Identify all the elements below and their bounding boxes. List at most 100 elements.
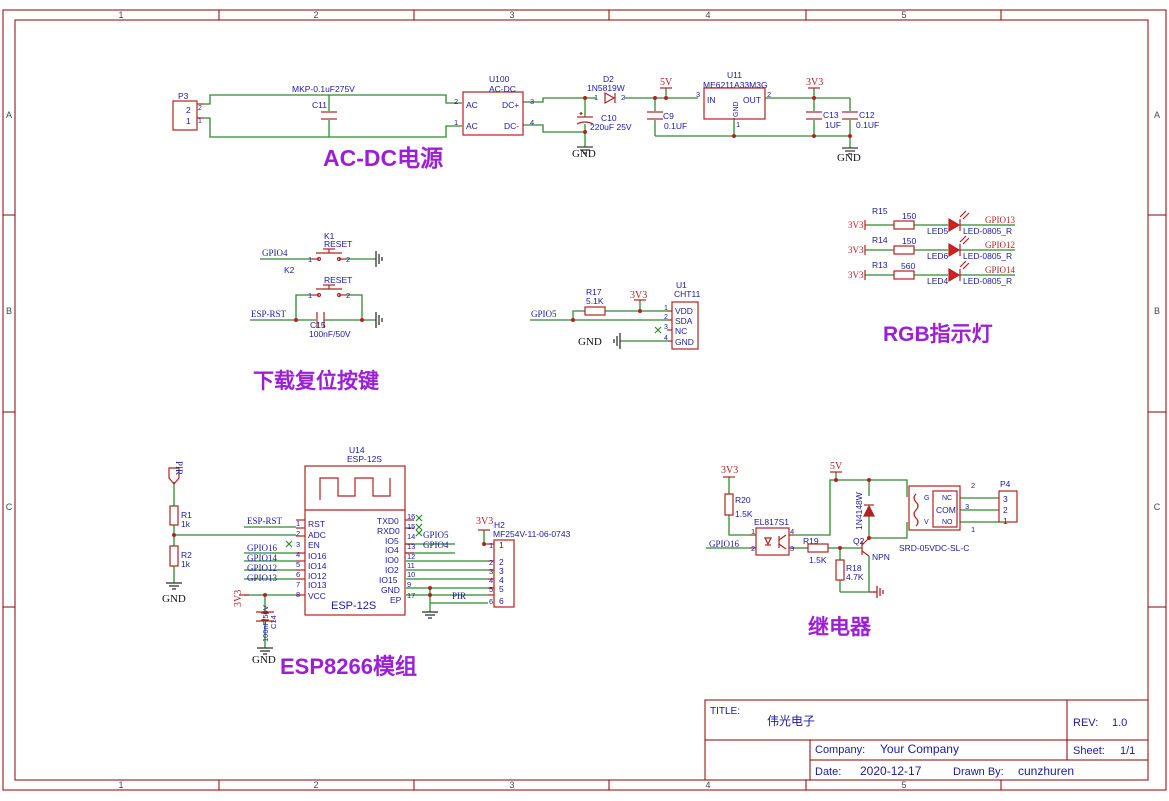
net-3v3: 3V3 xyxy=(233,590,244,607)
relay-labels: R20 1.5K EL817S1 1 2 3 4 1N4148W R19 1.5… xyxy=(735,479,1011,582)
pin-num: 1 xyxy=(454,118,458,127)
pir-port xyxy=(168,467,180,485)
gnd-label: GND xyxy=(837,152,861,164)
net-gpio13: GPIO13 xyxy=(985,215,1016,225)
resistor-r13 xyxy=(893,270,915,280)
pin-num: 2 xyxy=(489,558,493,567)
u100-pin: AC xyxy=(466,121,478,131)
relay-pin: COM xyxy=(936,505,956,515)
relay-parts xyxy=(723,471,1018,581)
r14-value: 150 xyxy=(902,236,916,246)
heading-acdc: AC-DC电源 xyxy=(323,145,443,171)
k2-value: RESET xyxy=(324,275,352,285)
h2-pin: 2 xyxy=(499,557,504,567)
company-label: Company: xyxy=(815,744,865,756)
c13-value: 1UF xyxy=(825,120,841,130)
heading-rgb: RGB指示灯 xyxy=(883,323,993,346)
company-value: Your Company xyxy=(880,742,959,756)
relay-junctions xyxy=(834,478,871,550)
pin-num: 2 xyxy=(621,93,625,102)
gnd-label: GND xyxy=(572,148,596,160)
relay-wires xyxy=(706,472,999,593)
u11-pin: IN xyxy=(707,95,716,105)
pin-num: 4 xyxy=(296,550,300,559)
pin-num: 5 xyxy=(489,585,493,594)
h2-pin: 6 xyxy=(499,596,504,606)
relay-pin: V xyxy=(924,519,929,526)
pin-num: 10 xyxy=(407,570,415,579)
pin-num: 2 xyxy=(767,90,771,99)
sensor-labels: R17 5.1K GPIO5 U1 CHT11 VDD SDA NC GND 1… xyxy=(531,280,701,347)
pin-num: 3 xyxy=(296,540,300,549)
net-gpio13: GPIO13 xyxy=(247,573,278,583)
col-label: 3 xyxy=(509,10,514,20)
sensor-junctions xyxy=(571,309,642,322)
row-label: A xyxy=(6,110,12,120)
u1-value: CHT11 xyxy=(674,289,701,299)
junctions-acdc xyxy=(583,96,852,138)
net-3v3: 3V3 xyxy=(848,270,864,280)
title-block xyxy=(704,699,1149,781)
resistor-r2 xyxy=(169,545,179,567)
led-led6 xyxy=(948,242,961,258)
relay-gnd xyxy=(869,586,884,598)
date-value: 2020-12-17 xyxy=(860,764,922,778)
h2-value: MF254V-11-06-0743 xyxy=(493,529,571,539)
row-label: B xyxy=(6,306,12,316)
gnd-label: GND xyxy=(162,593,186,605)
esp-pin: IO16 xyxy=(308,551,327,561)
c11-value: MKP-0.1uF275V xyxy=(292,84,355,94)
esp-power-text: 3V3 3V3 xyxy=(233,516,493,607)
p3-pin: 2 xyxy=(186,105,191,115)
u11-pin: OUT xyxy=(743,95,761,105)
c12-ref: C12 xyxy=(859,110,875,120)
p4-pin: 3 xyxy=(1003,494,1008,504)
p3-pin-num: 1 xyxy=(198,118,202,125)
sensor-power-text: 3V3 xyxy=(630,290,647,301)
esp-12s-module xyxy=(304,465,406,616)
u100-pin: AC xyxy=(466,100,478,110)
u14-ref: U14 xyxy=(349,445,365,455)
esp-pin: IO13 xyxy=(308,580,327,590)
pin-num: 3 xyxy=(965,502,969,511)
r18-value: 4.7K xyxy=(846,572,864,582)
row-label: C xyxy=(6,502,13,512)
net-pir: PIR xyxy=(452,591,466,601)
r2-ref: R2 xyxy=(181,550,192,560)
led6-ref: LED6 xyxy=(927,251,949,261)
resistor-r1 xyxy=(169,505,179,526)
title-value: 伟光电子 xyxy=(767,714,815,728)
esp-pin: EP xyxy=(390,595,402,605)
h2-ref: H2 xyxy=(494,520,505,530)
pin-num: 2 xyxy=(664,314,668,321)
pin-num: 3 xyxy=(696,90,700,99)
net-3v3: 3V3 xyxy=(476,516,493,527)
button-parts xyxy=(312,248,346,328)
net-5v: 5V xyxy=(660,77,673,88)
r19-value: 1.5K xyxy=(809,555,827,565)
c14-ref: C14 xyxy=(269,615,278,629)
net-esp-rst: ESP-RST xyxy=(247,516,283,526)
title-block-text: TITLE: 伟光电子 REV: 1.0 Company: Your Compa… xyxy=(710,706,1135,778)
esp-pin: TXD0 xyxy=(377,516,399,526)
net-gpio5: GPIO5 xyxy=(423,530,449,540)
u11-ref: U11 xyxy=(727,70,742,80)
h2-pin: 1 xyxy=(499,540,504,550)
heading-relay: 继电器 xyxy=(808,615,872,639)
resistor-r18 xyxy=(835,559,845,581)
esp-pin: IO5 xyxy=(385,536,399,546)
led4-value: LED-0805_R xyxy=(963,276,1012,286)
antenna-icon xyxy=(319,477,391,500)
r17-value: 5.1K xyxy=(586,296,604,306)
net-esp-rst: ESP-RST xyxy=(251,309,287,319)
acdc-labels: P3 2 1 2 1 MKP-0.1uF275V C11 U100 AC-DC … xyxy=(178,70,879,132)
pin-num: 5 xyxy=(296,560,300,569)
d2-value: 1N5819W xyxy=(587,83,625,93)
pin-num: 8 xyxy=(296,590,300,599)
q2-ref: Q2 xyxy=(853,536,865,546)
resistor-r19 xyxy=(807,543,829,553)
rgb-wires xyxy=(865,224,1015,276)
r15-ref: R15 xyxy=(872,206,888,216)
esp-pin: EN xyxy=(308,540,320,550)
pin-num: 11 xyxy=(407,561,415,570)
